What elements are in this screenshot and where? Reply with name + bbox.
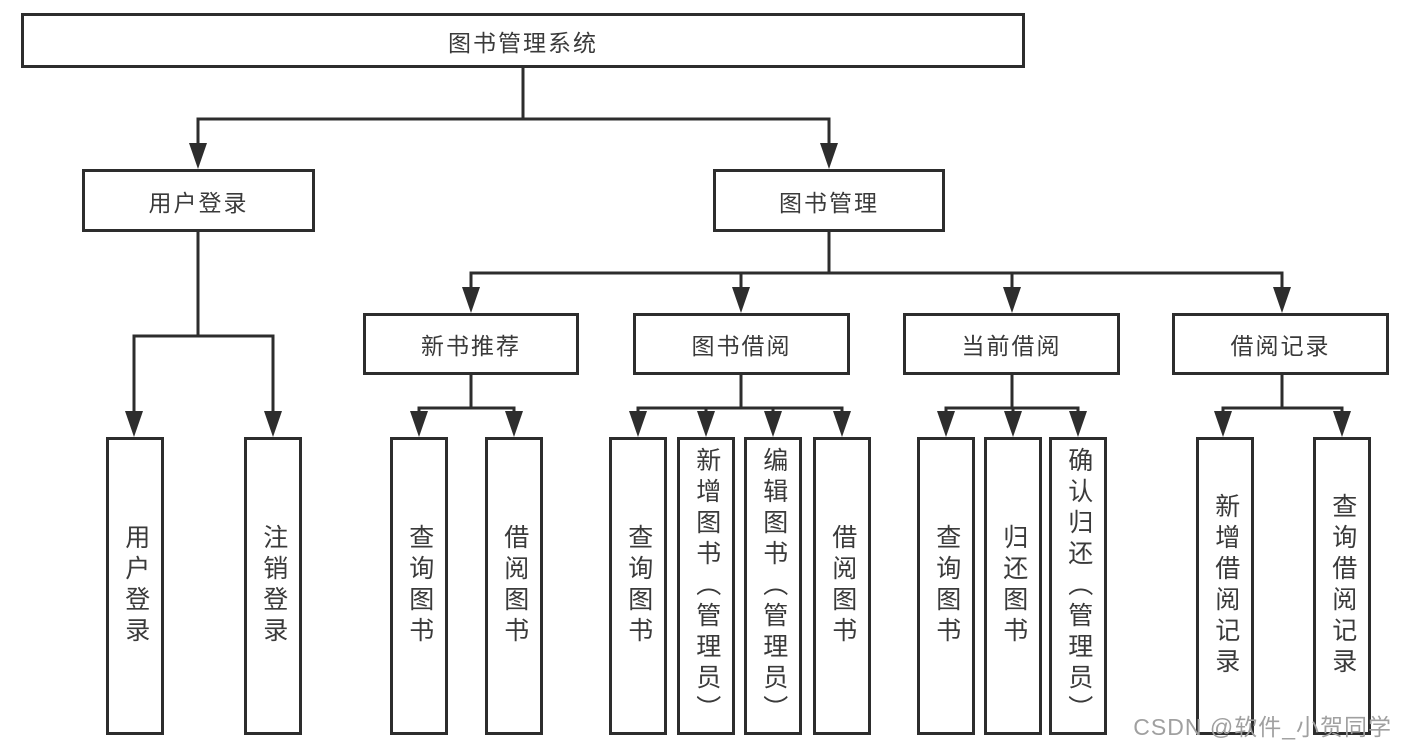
leaf-query-books-current-label: 查询图书 [932,524,961,648]
leaf-query-books-recommend-label: 查询图书 [405,524,434,648]
node-library-management-system: 图书管理系统 [21,13,1025,68]
node-book-borrowing-label: 图书借阅 [691,333,792,359]
leaf-borrow-books-recommend-label: 借阅图书 [500,524,529,648]
leaf-user-login-label: 用户登录 [121,524,150,648]
leaf-add-borrow-record-label: 新增借阅记录 [1211,493,1240,679]
leaf-add-borrow-record: 新增借阅记录 [1196,437,1254,735]
leaf-edit-books-admin: 编辑图书（管理员） [744,437,802,735]
leaf-query-books-borrow: 查询图书 [609,437,667,735]
leaf-query-borrow-record: 查询借阅记录 [1313,437,1371,735]
node-current-borrowing: 当前借阅 [903,313,1120,375]
leaf-add-books-admin: 新增图书（管理员） [677,437,735,735]
leaf-borrow-books: 借阅图书 [813,437,871,735]
node-book-management: 图书管理 [713,169,945,232]
leaf-query-borrow-record-label: 查询借阅记录 [1328,493,1357,679]
leaf-return-books: 归还图书 [984,437,1042,735]
leaf-confirm-return-admin: 确认归还（管理员） [1049,437,1107,735]
csdn-watermark: CSDN @软件_小贺同学 [1133,714,1392,740]
leaf-borrow-books-label: 借阅图书 [828,524,857,648]
leaf-query-books-current: 查询图书 [917,437,975,735]
node-user-login: 用户登录 [82,169,315,232]
node-user-login-label: 用户登录 [148,189,249,216]
leaf-confirm-return-admin-label: 确认归还（管理员） [1064,446,1093,726]
node-book-borrowing: 图书借阅 [633,313,850,375]
leaf-edit-books-admin-label: 编辑图书（管理员） [759,446,788,726]
node-library-management-system-label: 图书管理系统 [448,29,598,56]
leaf-logout: 注销登录 [244,437,302,735]
node-book-management-label: 图书管理 [779,189,879,216]
node-new-book-recommendation: 新书推荐 [363,313,579,375]
node-new-book-recommendation-label: 新书推荐 [421,333,521,359]
leaf-logout-label: 注销登录 [259,524,288,648]
node-current-borrowing-label: 当前借阅 [961,333,1062,359]
leaf-return-books-label: 归还图书 [999,524,1028,648]
leaf-user-login: 用户登录 [106,437,164,735]
leaf-borrow-books-recommend: 借阅图书 [485,437,543,735]
leaf-add-books-admin-label: 新增图书（管理员） [692,446,721,726]
leaf-query-books-borrow-label: 查询图书 [624,524,653,648]
node-borrowing-records: 借阅记录 [1172,313,1389,375]
node-borrowing-records-label: 借阅记录 [1230,333,1331,359]
leaf-query-books-recommend: 查询图书 [390,437,448,735]
